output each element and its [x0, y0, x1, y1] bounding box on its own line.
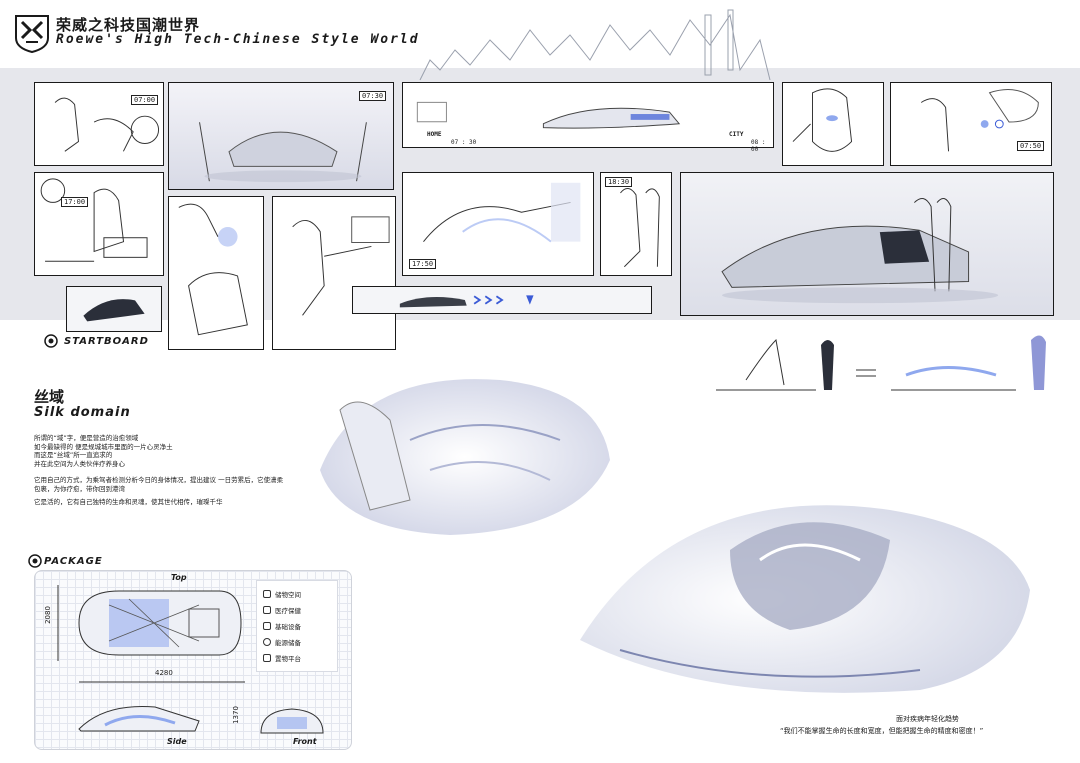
story-panel-car-arrows [352, 286, 652, 314]
front-view-label: Front [293, 737, 317, 746]
legend-label: 置物平台 [275, 655, 301, 663]
section-paragraph-3: 它是活的，它有自己独特的生命和灵魂，使其世代相传，璀璨千华 [34, 498, 223, 506]
story-panel-health-check: 07:50 [890, 82, 1052, 166]
story-panel-car-top [66, 286, 162, 332]
exterior-render-car [580, 505, 1030, 693]
medical-icon [263, 606, 271, 614]
story-panel-recline-seat [168, 196, 264, 350]
section-title-cn: 丝域 [34, 388, 65, 406]
story-panel-garage: 07:30 [168, 82, 394, 190]
section-paragraph-1: 所谓的“域”字，便是营造的治愈领域 如今最缺得的 便是规城城市里面的一片心灵净土… [34, 434, 304, 468]
story-panel-gesture [272, 196, 396, 350]
package-title: PACKAGE [44, 556, 103, 567]
time-tag: 18:30 [605, 177, 633, 187]
legend-label: 储物空间 [275, 591, 301, 599]
length-dim-line [79, 681, 245, 683]
storage-icon [263, 590, 271, 598]
platform-icon [263, 654, 271, 662]
front-view-diagram [260, 708, 324, 734]
story-panel-commute: HOME 07 : 30 CITY 08 : 00 [402, 82, 774, 153]
time-tag: 07:00 [131, 95, 159, 105]
legend-item: 储物空间 [263, 589, 301, 599]
para-line: 所谓的“域”字，便是营造的治愈领域 [34, 434, 139, 442]
side-view-diagram [78, 706, 200, 732]
time-tag: 07:50 [1017, 141, 1045, 151]
caption-line-2: “我们不能掌握生命的长度和宽度，但能把握生命的精度和密度！” [780, 727, 984, 735]
legend-item: 医疗保健 [263, 605, 301, 615]
legend-label: 医疗保健 [275, 607, 301, 615]
route-city-time: 08 : 00 [751, 139, 766, 153]
startboard-label: STARTBOARD [64, 336, 149, 347]
height-dimension: 1370 [231, 706, 240, 724]
length-dimension: 4280 [155, 669, 173, 677]
city-skyline-sketch [419, 9, 771, 81]
story-panel-couple: 18:30 [600, 172, 672, 276]
para-line: 并在此空间为人类伙伴疗养身心 [34, 459, 125, 468]
board-title-en: Roewe's High Tech-Chinese Style World [56, 32, 420, 47]
energy-icon [263, 638, 271, 646]
legend-label: 基础设备 [275, 623, 301, 631]
section-paragraph-2: 它用自己的方式，为乘驾者检测分析今日的身体情况，提出建议 一日劳累后，它使潇柔包… [34, 476, 284, 493]
section-title-en: Silk domain [34, 405, 131, 420]
board-title-cn: 荣威之科技国潮世界 [56, 16, 201, 34]
legend-label: 能源储备 [275, 639, 301, 647]
story-panel-office: 17:00 [34, 172, 164, 276]
route-home-label: HOME [427, 131, 442, 138]
story-panel-silk-interior: 17:50 [402, 172, 594, 276]
width-dim-line [57, 585, 59, 661]
target-icon [44, 334, 58, 348]
width-dimension: 2080 [43, 606, 52, 624]
legend-item: 置物平台 [263, 653, 301, 663]
story-panel-hero-car [680, 172, 1054, 316]
time-tag: 07:30 [359, 91, 387, 101]
legend-item: 能源储备 [263, 637, 301, 647]
caption-line-1: 面对疾病年轻化趋势 [896, 715, 959, 723]
time-tag: 17:00 [61, 197, 89, 207]
interior-render-seat [320, 379, 610, 535]
target-icon [28, 554, 42, 568]
story-panel-makeup [782, 82, 884, 166]
legend-item: 基础设备 [263, 621, 301, 631]
seat-transform-diagram [716, 335, 1046, 391]
para-line: 而这是“丝域”所一直追求的 [34, 451, 113, 459]
para-line: 如今最缺得的 便是规城城市里面的一片心灵净土 [34, 442, 173, 451]
route-city-label: CITY [729, 131, 744, 138]
package-legend: 储物空间 医疗保健 基础设备 能源储备 置物平台 [256, 580, 338, 672]
roewe-logo-icon [15, 15, 49, 54]
top-view-diagram [78, 590, 242, 656]
top-view-label: Top [171, 573, 187, 582]
time-tag: 17:50 [409, 259, 437, 269]
side-view-label: Side [167, 737, 187, 746]
story-panel-wake-up: 07:00 [34, 82, 188, 166]
equipment-icon [263, 622, 271, 630]
route-home-time: 07 : 30 [451, 139, 477, 146]
